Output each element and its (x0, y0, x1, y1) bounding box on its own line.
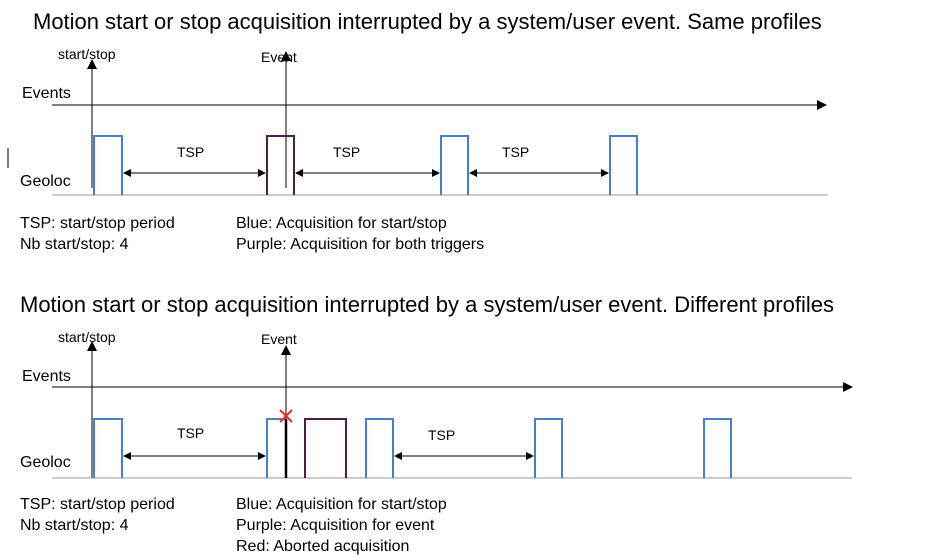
legend-tsp-definition: TSP: start/stop period (20, 215, 175, 232)
panel-same-profiles: Motion start or stop acquisition interru… (7, 9, 828, 253)
legend-purple: Purple: Acquisition for both triggers (236, 236, 484, 253)
event-axis-label: Event (261, 331, 297, 347)
start-stop-axis-label: start/stop (58, 46, 116, 62)
tsp-label: TSP (502, 144, 529, 160)
aborted-acquisition-pulse (266, 418, 286, 478)
legend-purple: Purple: Acquisition for event (236, 517, 435, 534)
red-x-icon (279, 409, 293, 423)
legend-tsp-definition: TSP: start/stop period (20, 496, 175, 513)
tsp-label: TSP (177, 144, 204, 160)
acquisition-pulse-start-stop (534, 418, 563, 478)
event-axis-label: Event (261, 49, 297, 65)
legend-red: Red: Aborted acquisition (236, 538, 409, 555)
acquisition-pulse-start-stop (93, 135, 123, 195)
start-stop-axis-label: start/stop (58, 329, 116, 345)
acquisition-pulse-start-stop (365, 418, 394, 478)
legend-nb-start-stop: Nb start/stop: 4 (20, 517, 129, 534)
events-row-label: Events (22, 85, 71, 102)
tsp-label: TSP (177, 425, 204, 441)
acquisition-pulse-start-stop (703, 418, 732, 478)
acquisition-pulse-event (304, 418, 347, 478)
panel-different-profiles: Motion start or stop acquisition interru… (20, 292, 853, 555)
legend-nb-start-stop: Nb start/stop: 4 (20, 236, 129, 253)
acquisition-pulse-start-stop (93, 418, 123, 478)
geoloc-row-label: Geoloc (20, 454, 71, 471)
tsp-label: TSP (333, 144, 360, 160)
tsp-label: TSP (428, 427, 455, 443)
acquisition-pulse-start-stop (609, 135, 638, 195)
legend-blue: Blue: Acquisition for start/stop (236, 496, 447, 513)
legend-blue: Blue: Acquisition for start/stop (236, 215, 447, 232)
acquisition-pulse-both-triggers (266, 135, 295, 195)
panel-title: Motion start or stop acquisition interru… (20, 292, 834, 317)
panel-title: Motion start or stop acquisition interru… (33, 9, 822, 34)
geoloc-row-label: Geoloc (20, 173, 71, 190)
events-row-label: Events (22, 368, 71, 385)
acquisition-pulse-start-stop (440, 135, 469, 195)
